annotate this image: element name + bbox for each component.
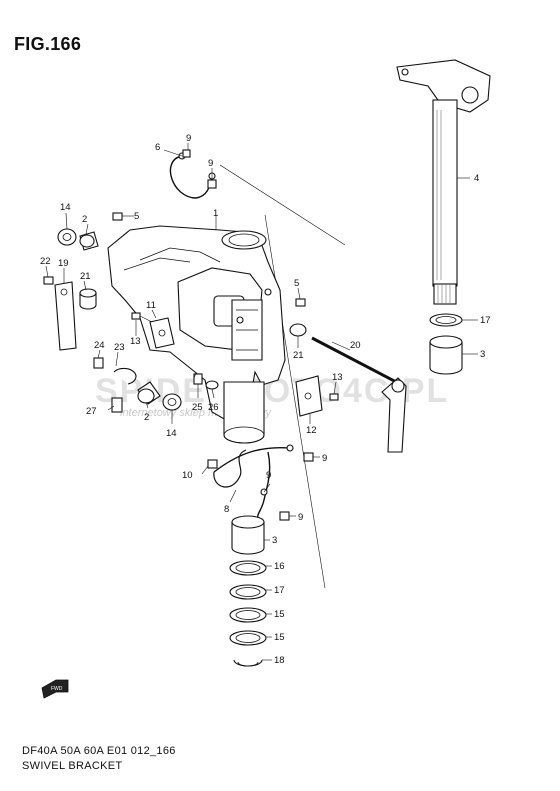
callout-11: 11 [146, 300, 156, 311]
lower-bushing-stack [229, 515, 267, 667]
callout-6: 6 [155, 142, 160, 153]
upper-bushing-stack [429, 313, 463, 375]
bushings-21 [79, 288, 307, 337]
callout-5: 5 [134, 211, 139, 222]
fwd-arrow-label: FWD [51, 686, 63, 692]
callout-16: 16 [274, 561, 285, 572]
lock-plate [295, 375, 339, 417]
callout-24: 24 [94, 340, 105, 351]
callout-3: 3 [480, 349, 485, 360]
callout-5: 5 [294, 278, 299, 289]
diagram-code: DF40A 50A 60A E01 012_166 [22, 745, 176, 757]
callout-labels: 6 9 9 5 1 14 2 22 19 21 5 11 13 24 23 21… [40, 133, 491, 666]
leader-lines [45, 143, 478, 661]
callout-18: 18 [274, 655, 285, 666]
callout-9: 9 [186, 133, 191, 144]
steering-shaft [396, 59, 491, 305]
callout-13: 13 [130, 336, 141, 347]
snap-ring-23 [93, 357, 137, 385]
upper-bush-and-washer [57, 228, 99, 251]
callout-25: 25 [192, 402, 203, 413]
callout-22: 22 [40, 256, 51, 267]
callout-26: 26 [208, 402, 219, 413]
callout-19: 19 [58, 258, 69, 269]
swivel-bracket-body [107, 225, 286, 444]
diagram-name: SWIVEL BRACKET [22, 760, 123, 772]
callout-14: 14 [60, 202, 71, 213]
callout-20: 20 [350, 340, 361, 351]
callout-14: 14 [166, 428, 177, 439]
bolts-5 [112, 212, 306, 307]
callout-27: 27 [86, 406, 97, 417]
reference-line [219, 164, 346, 246]
tilt-rod-and-lever [311, 336, 407, 453]
stopper-plate [131, 312, 175, 349]
callout-12: 12 [306, 425, 317, 436]
callout-1: 1 [213, 208, 218, 219]
bolts-25-26 [193, 373, 219, 390]
fwd-arrow-icon: FWD [41, 679, 69, 699]
callout-23: 23 [114, 342, 125, 353]
callout-7: 8 [224, 504, 229, 515]
callout-13: 13 [332, 372, 343, 383]
callout-9: 9 [208, 158, 213, 169]
callout-2: 2 [82, 214, 87, 225]
tilt-pin-plate [43, 276, 77, 351]
callout-15: 15 [274, 632, 285, 643]
callout-8: 9 [266, 470, 271, 481]
figure-title: FIG.166 [14, 34, 82, 54]
callout-9: 9 [322, 453, 327, 464]
ground-wire-upper [169, 149, 217, 199]
callout-21: 21 [80, 271, 91, 282]
callout-21: 21 [293, 350, 304, 361]
lower-bush-and-washer [111, 381, 182, 413]
callout-17: 17 [274, 585, 285, 596]
callout-9: 9 [298, 512, 303, 523]
callout-15: 15 [274, 609, 285, 620]
callout-4: 4 [474, 173, 479, 184]
callout-10: 10 [182, 470, 193, 481]
callout-2: 2 [144, 412, 149, 423]
callout-3: 3 [272, 535, 277, 546]
callout-17: 17 [480, 315, 491, 326]
